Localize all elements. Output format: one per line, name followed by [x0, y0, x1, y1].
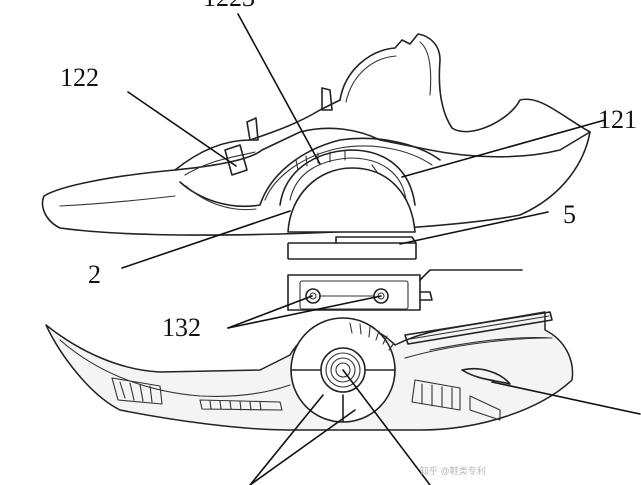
leader-lines: [121, 13, 641, 485]
label-132: 132: [162, 313, 201, 342]
lower-sole: [45, 311, 574, 431]
label-2: 2: [88, 260, 101, 289]
label-1223: 1223: [203, 0, 255, 12]
label-122: 122: [60, 63, 99, 92]
plate-part-5: [287, 236, 417, 260]
label-121: 121: [598, 105, 637, 134]
upper-shoe: [41, 33, 591, 236]
watermark-text: 知乎 @鞋类专利: [420, 465, 486, 476]
cable-part-132: [287, 269, 523, 311]
label-5: 5: [563, 200, 576, 229]
